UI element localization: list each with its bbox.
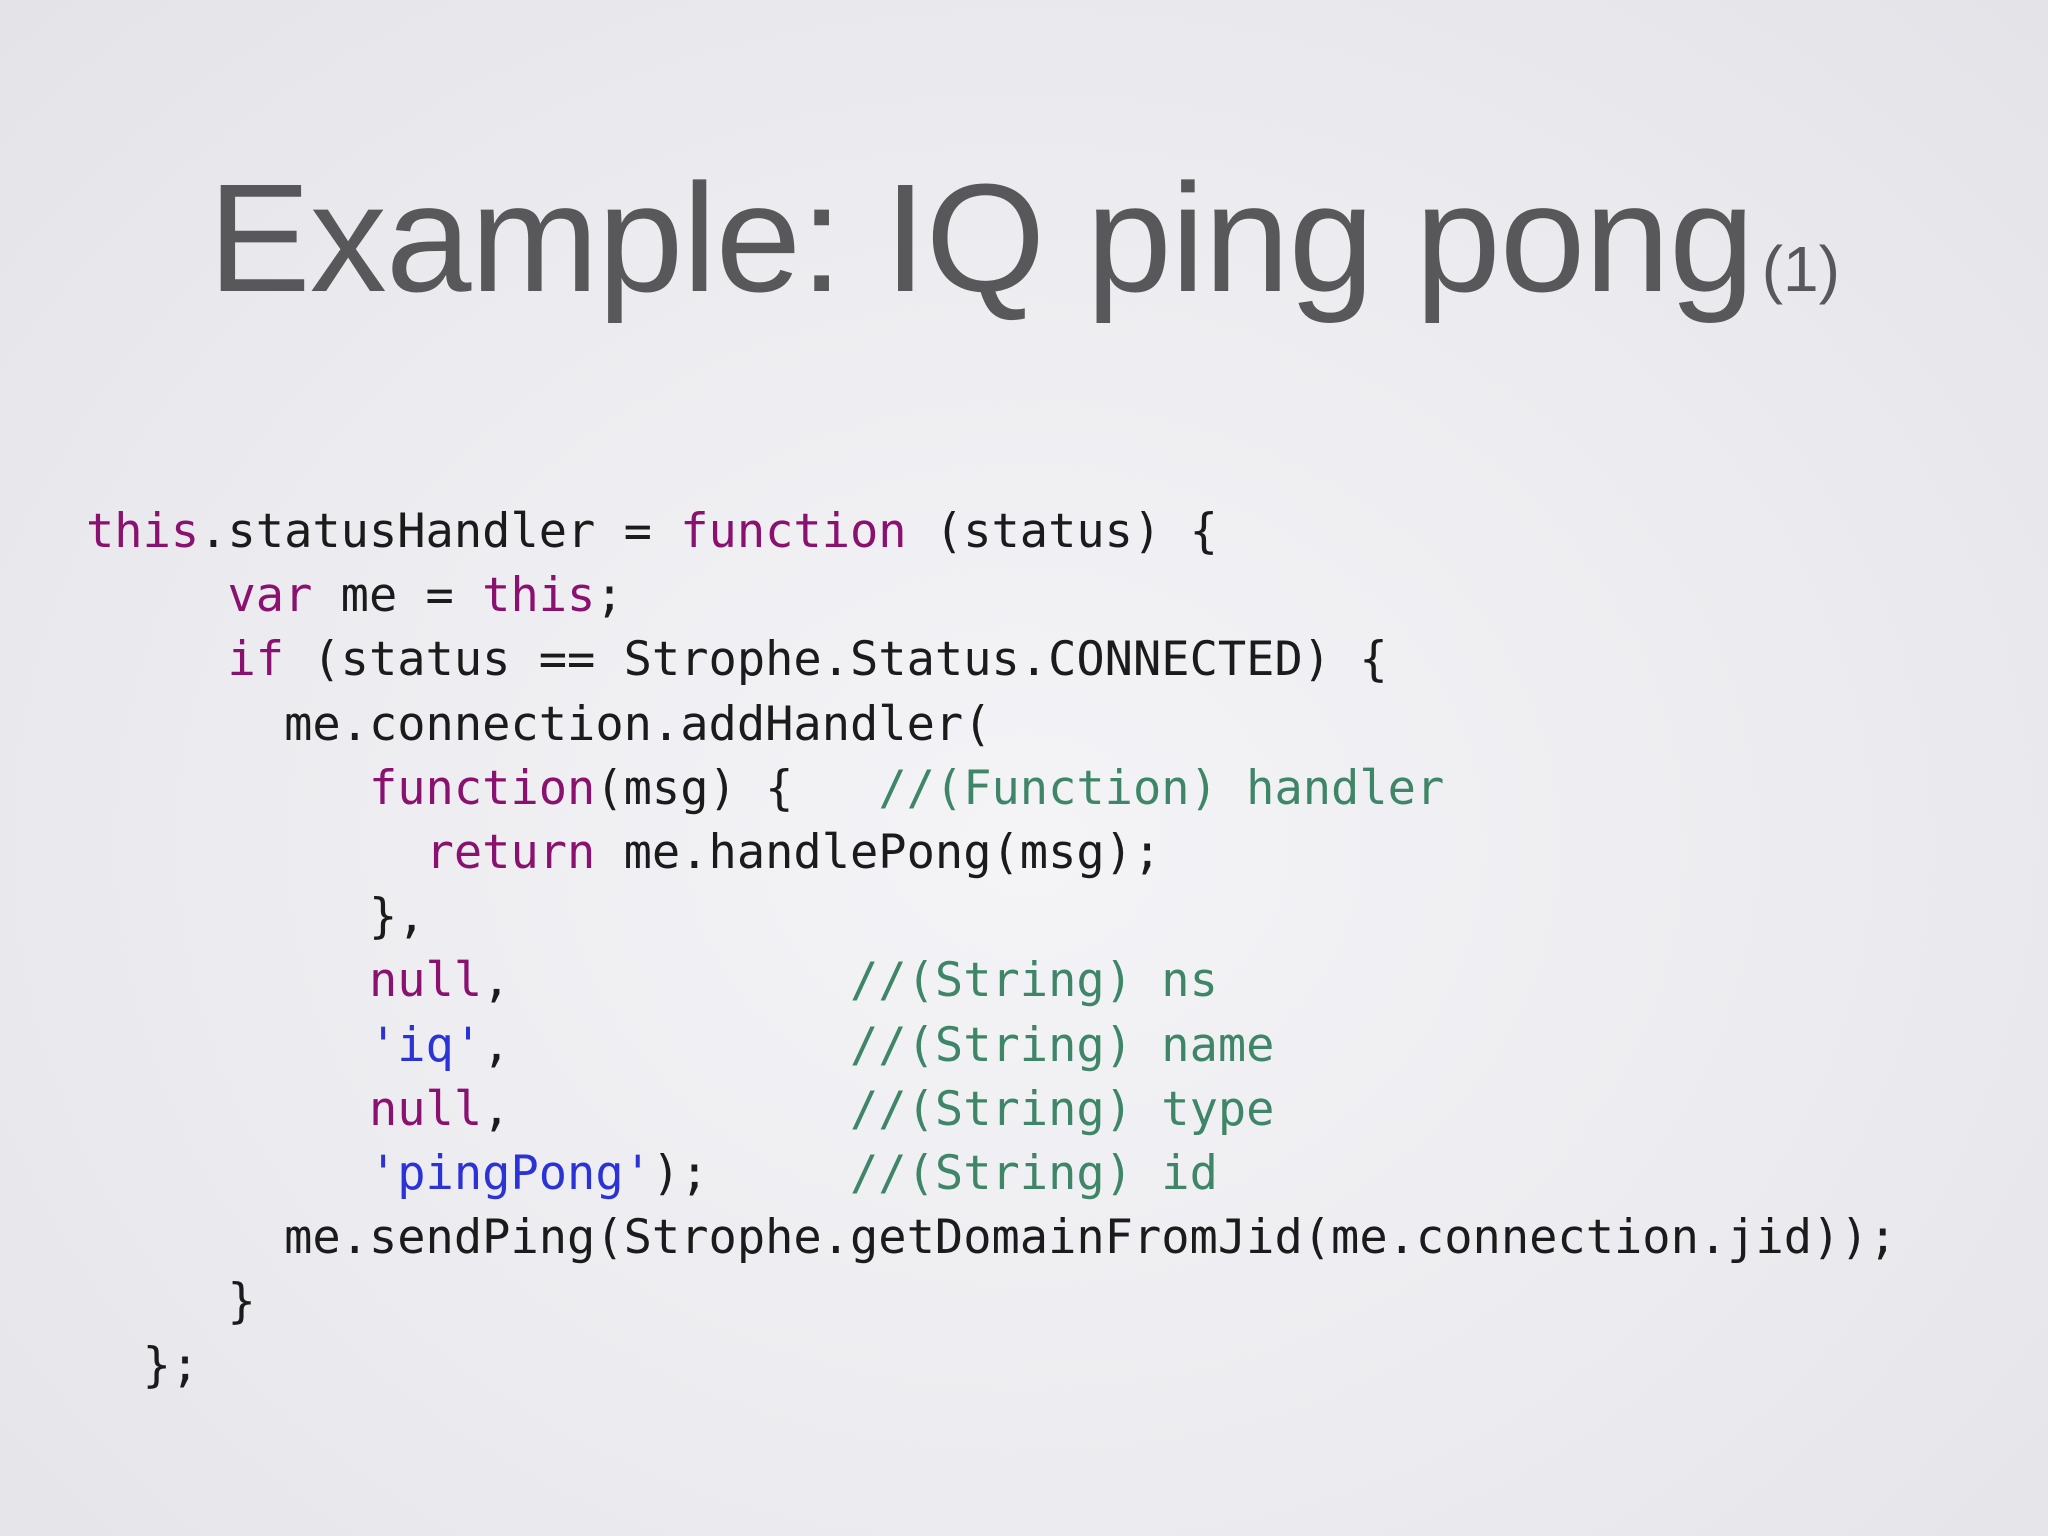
code-text	[86, 953, 369, 1008]
code-line: null, //(String) ns	[86, 949, 2036, 1013]
code-block: this.statusHandler = function (status) {…	[86, 500, 2036, 1400]
code-text	[86, 1082, 369, 1137]
code-line: this.statusHandler = function (status) {	[86, 500, 2036, 564]
code-keyword: this	[86, 504, 200, 559]
code-text: };	[86, 1338, 200, 1394]
code-text: );	[651, 1145, 851, 1201]
code-string: 'pingPong'	[368, 1145, 652, 1201]
code-text: me.sendPing(Strophe.getDomainFromJid(me.…	[86, 1210, 1897, 1266]
code-keyword: this	[482, 568, 596, 624]
code-line: }	[86, 1270, 2036, 1334]
slide-title-suffix: (1)	[1761, 233, 1840, 305]
code-line: var me = this;	[86, 564, 2036, 628]
code-line: me.sendPing(Strophe.getDomainFromJid(me.…	[86, 1206, 2036, 1270]
code-comment: //(Function) handler	[878, 760, 1445, 816]
code-text: }	[86, 1274, 256, 1330]
code-line: 'pingPong'); //(String) id	[86, 1142, 2036, 1206]
code-text	[86, 632, 227, 687]
code-string: 'iq'	[368, 1017, 483, 1073]
code-line: function(msg) { //(Function) handler	[86, 757, 2036, 821]
code-comment: //(String) ns	[850, 953, 1218, 1009]
code-text: me.connection.addHandler(	[86, 696, 992, 752]
slide-title-main: Example: IQ ping pong	[208, 152, 1755, 324]
code-line: return me.handlePong(msg);	[86, 821, 2036, 885]
code-text	[86, 1146, 369, 1201]
code-keyword: var	[227, 568, 313, 624]
code-keyword: return	[425, 824, 596, 880]
code-keyword: if	[227, 632, 285, 688]
code-line: },	[86, 885, 2036, 949]
code-text: ;	[595, 568, 624, 624]
code-keyword: null	[368, 953, 483, 1009]
code-keyword: function	[680, 504, 907, 559]
code-text	[86, 761, 369, 816]
code-line: me.connection.addHandler(	[86, 693, 2036, 757]
code-text: .statusHandler =	[199, 504, 681, 559]
code-text: me =	[312, 568, 483, 624]
code-text: ,	[482, 953, 851, 1009]
code-keyword: function	[368, 760, 596, 816]
code-text: me.handlePong(msg);	[595, 824, 1162, 880]
code-text: (status == Strophe.Status.CONNECTED) {	[284, 632, 1388, 688]
code-text: ,	[482, 1017, 851, 1073]
code-line: if (status == Strophe.Status.CONNECTED) …	[86, 628, 2036, 692]
code-line: 'iq', //(String) name	[86, 1014, 2036, 1078]
code-text: },	[86, 889, 426, 945]
code-text: (msg) {	[595, 760, 879, 816]
code-comment: //(String) id	[850, 1145, 1218, 1201]
code-text	[86, 568, 227, 623]
code-text	[86, 825, 426, 880]
code-text: (status) {	[906, 504, 1218, 559]
code-keyword: null	[368, 1081, 483, 1137]
code-text	[86, 1018, 369, 1073]
code-comment: //(String) type	[850, 1081, 1275, 1137]
code-text: ,	[482, 1081, 851, 1137]
code-line: };	[86, 1334, 2036, 1398]
code-line: null, //(String) type	[86, 1078, 2036, 1142]
code-comment: //(String) name	[850, 1017, 1275, 1073]
slide-title: Example: IQ ping pong(1)	[0, 148, 2048, 328]
